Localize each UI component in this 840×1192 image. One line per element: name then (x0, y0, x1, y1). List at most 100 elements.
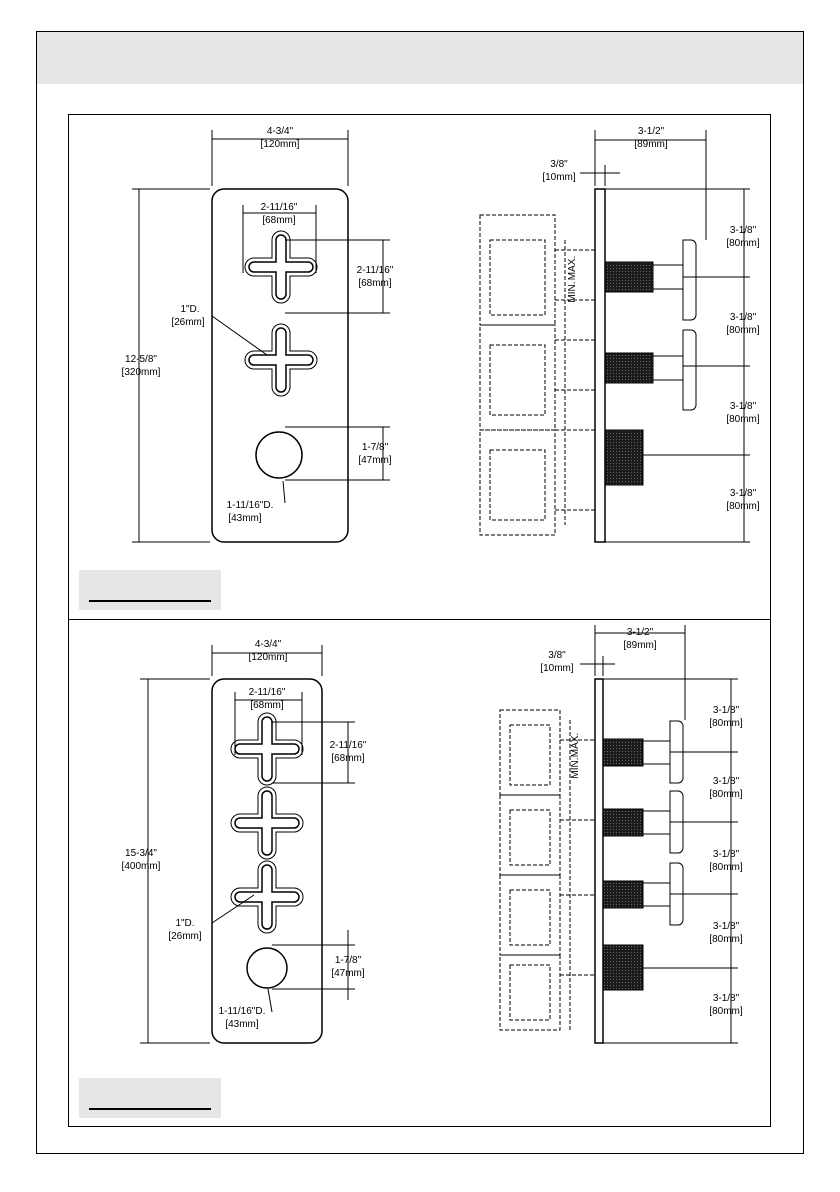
handle-d-label: 1"D. (180, 304, 199, 315)
spacing-1-mm: [80mm] (709, 718, 743, 729)
spacing-v-mm-label: [68mm] (331, 753, 365, 764)
knurled-sleeve-1 (604, 261, 654, 293)
cross-handle-2-outline (244, 323, 318, 397)
cross-handle-3-outline (230, 860, 304, 934)
cross-handle-side-2 (682, 329, 697, 411)
cross-handle-1-outline (230, 712, 304, 786)
cross-handle-2 (248, 327, 314, 393)
spacing-h-label: 2-11/16" (261, 202, 298, 213)
header-bar (37, 32, 803, 84)
spacing-3-in: 3-1/8" (713, 849, 740, 860)
depth-mm-label: [89mm] (623, 640, 657, 651)
cross-handle-side-1 (669, 720, 684, 784)
cross-handle-1 (234, 716, 300, 782)
tab-underline (89, 1108, 211, 1110)
page-frame (36, 31, 804, 1154)
height-mm-label: [400mm] (122, 861, 161, 872)
spacing-3-mm: [80mm] (726, 414, 760, 425)
width-label: 4-3/4" (255, 639, 282, 650)
valve-bodies-hidden (479, 214, 595, 536)
front-dims-text-2: 4-3/4" [120mm] 2-11/16" [68mm] 15-3/4" [… (122, 639, 367, 1030)
cross-handle-side-1 (682, 239, 697, 321)
plate-label: 3/8" (548, 650, 566, 661)
spacing-4-mm: [80mm] (726, 501, 760, 512)
height-mm-label: [320mm] (122, 367, 161, 378)
spacing-h-label: 2-11/16" (249, 687, 286, 698)
handle-neck-2 (642, 810, 671, 835)
depth-label: 3-1/2" (627, 627, 654, 638)
max-label: MAX. (567, 256, 578, 280)
side-dims-text-1: 3-1/2" [89mm] 3/8" [10mm] 3-1/8" [80mm] … (542, 126, 760, 512)
handle-d-mm-label: [26mm] (171, 317, 205, 328)
cross-handle-side-2 (669, 790, 684, 854)
knob-offset-label: 1-7/8" (335, 955, 362, 966)
spacing-2-mm: [80mm] (709, 789, 743, 800)
spacing-3-in: 3-1/8" (730, 401, 757, 412)
valve-bodies-hidden (499, 709, 595, 1031)
spacing-2-in: 3-1/8" (730, 312, 757, 323)
cross-handle-1 (248, 234, 314, 300)
depth-mm-label: [89mm] (634, 139, 668, 150)
diagram-panel-2 (68, 619, 771, 1127)
handle-neck-2 (652, 355, 684, 381)
wall-plate (594, 678, 604, 1044)
spacing-1-mm: [80mm] (726, 238, 760, 249)
spacing-5-in: 3-1/8" (713, 993, 740, 1004)
tab-underline (89, 600, 211, 602)
knurled-knob-side (604, 429, 644, 486)
spacing-3-mm: [80mm] (709, 862, 743, 873)
plate-label: 3/8" (550, 159, 568, 170)
spacing-1-in: 3-1/8" (730, 225, 757, 236)
spacing-4-in: 3-1/8" (730, 488, 757, 499)
knurled-sleeve-1 (602, 738, 644, 767)
handle-neck-1 (642, 740, 671, 765)
spacing-2-in: 3-1/8" (713, 776, 740, 787)
plate-mm-label: [10mm] (540, 663, 574, 674)
cross-handle-2-outline (230, 786, 304, 860)
front-view-1 (132, 130, 390, 543)
wall-plate (594, 188, 606, 543)
handle-neck-3 (642, 882, 671, 907)
round-knob (246, 947, 288, 989)
knob-d-label: 1-11/16"D. (227, 500, 274, 511)
spacing-h-mm-label: [68mm] (262, 215, 296, 226)
knob-offset-label: 1-7/8" (362, 442, 389, 453)
cross-handle-3 (234, 864, 300, 930)
diagram-label-tab-2 (79, 1078, 221, 1118)
depth-label: 3-1/2" (638, 126, 665, 137)
knurled-knob-side (602, 944, 644, 991)
knob-offset-mm-label: [47mm] (358, 455, 392, 466)
spacing-5-mm: [80mm] (709, 1006, 743, 1017)
knob-d-label: 1-11/16"D. (219, 1006, 266, 1017)
cross-handle-side-3 (669, 862, 684, 926)
max-label: MAX. (570, 733, 581, 757)
spacing-v-label: 2-11/16" (357, 265, 394, 276)
cross-handle-1-outline (244, 230, 318, 304)
spacing-4-mm: [80mm] (709, 934, 743, 945)
spacing-v-label: 2-11/16" (330, 740, 367, 751)
cross-handle-2 (234, 790, 300, 856)
round-knob (255, 431, 303, 479)
min-label: MIN. (567, 281, 578, 302)
handle-d-mm-label: [26mm] (168, 931, 202, 942)
faceplate-outline (211, 188, 349, 543)
diagram-label-tab-1 (79, 570, 221, 610)
side-view-2 (499, 625, 738, 1044)
side-view-1 (479, 130, 750, 543)
knob-d-mm-label: [43mm] (228, 513, 262, 524)
front-view-2 (140, 645, 355, 1044)
handle-d-label: 1"D. (175, 918, 194, 929)
front-dims-text-1: 4-3/4" [120mm] 2-11/16" [68mm] 12-5/8" [… (122, 126, 394, 524)
spacing-2-mm: [80mm] (726, 325, 760, 336)
knurled-sleeve-3 (602, 880, 644, 909)
handle-neck-1 (652, 264, 684, 290)
min-label: MIN. (570, 757, 581, 778)
knurled-sleeve-2 (602, 808, 644, 837)
spacing-1-in: 3-1/8" (713, 705, 740, 716)
spacing-v-mm-label: [68mm] (358, 278, 392, 289)
knob-offset-mm-label: [47mm] (331, 968, 365, 979)
plate-mm-label: [10mm] (542, 172, 576, 183)
knurled-sleeve-2 (604, 352, 654, 384)
width-label: 4-3/4" (267, 126, 294, 137)
